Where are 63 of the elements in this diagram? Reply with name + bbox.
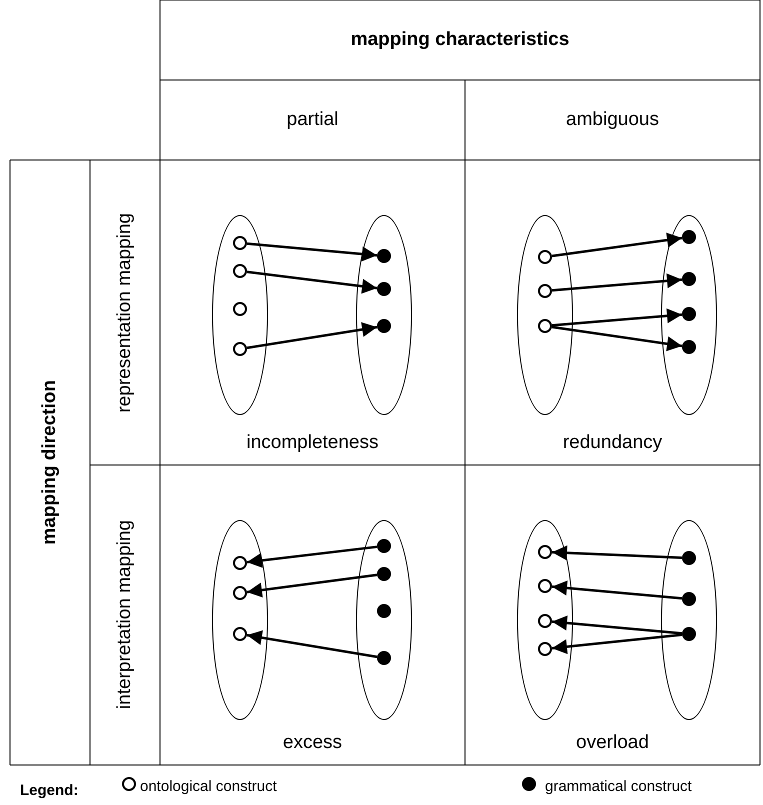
filled-dot-icon [377, 249, 391, 263]
hollow-circle-icon [538, 579, 552, 593]
arrow [552, 545, 682, 560]
set-ellipse [661, 215, 717, 415]
arrow [246, 574, 378, 598]
arrow [552, 580, 682, 600]
set-ellipse [356, 520, 412, 720]
set-ellipse [212, 520, 268, 720]
arrow [246, 242, 378, 262]
row-group-header: mapping direction [39, 380, 61, 545]
legend-title: Legend: [20, 782, 78, 798]
set-ellipse [661, 520, 717, 720]
row-header: representation mapping [114, 212, 136, 412]
hollow-circle-icon [233, 236, 247, 250]
filled-dot-icon [377, 539, 391, 553]
arrow [246, 630, 378, 658]
filled-dot-icon [682, 272, 696, 286]
row-header: interpretation mapping [114, 520, 136, 710]
hollow-circle-icon [538, 545, 552, 559]
hollow-circle-icon [233, 264, 247, 278]
legend-label: ontological construct [140, 778, 277, 795]
filled-dot-icon [682, 230, 696, 244]
filled-dot-icon [682, 340, 696, 354]
arrow [552, 616, 682, 635]
hollow-circle-icon [233, 342, 247, 356]
arrow [246, 270, 378, 294]
arrow [552, 273, 682, 292]
arrow [552, 232, 682, 258]
hollow-circle-icon [233, 302, 247, 316]
column-header: partial [286, 109, 338, 131]
hollow-circle-icon [233, 586, 247, 600]
filled-dot-icon [377, 651, 391, 665]
hollow-circle-icon [538, 284, 552, 298]
hollow-circle-icon [233, 556, 247, 570]
arrow [552, 633, 682, 654]
hollow-circle-icon [538, 319, 552, 333]
set-ellipse [356, 215, 412, 415]
filled-dot-icon [682, 307, 696, 321]
arrow [246, 322, 378, 350]
filled-dot-icon [682, 592, 696, 606]
filled-dot-icon [377, 567, 391, 581]
hollow-circle-icon [538, 250, 552, 264]
filled-dot-icon [377, 319, 391, 333]
cell-caption: excess [282, 732, 342, 754]
cell-caption: redundancy [562, 432, 662, 454]
filled-dot-icon [682, 627, 696, 641]
cell-caption: incompleteness [246, 432, 379, 454]
column-group-header: mapping characteristics [350, 29, 570, 51]
arrow [552, 326, 682, 352]
hollow-circle-icon [538, 642, 552, 656]
legend-label: grammatical construct [545, 778, 692, 795]
hollow-circle-icon [233, 627, 247, 641]
filled-dot-icon [682, 551, 696, 565]
arrow [552, 308, 682, 327]
filled-dot-icon [377, 604, 391, 618]
arrow [246, 546, 378, 568]
hollow-circle-icon [538, 614, 552, 628]
filled-dot-icon [377, 282, 391, 296]
column-header: ambiguous [566, 109, 659, 131]
set-ellipse [517, 520, 573, 720]
set-ellipse [212, 215, 268, 415]
set-ellipse [517, 215, 573, 415]
cell-caption: overload [576, 732, 649, 754]
